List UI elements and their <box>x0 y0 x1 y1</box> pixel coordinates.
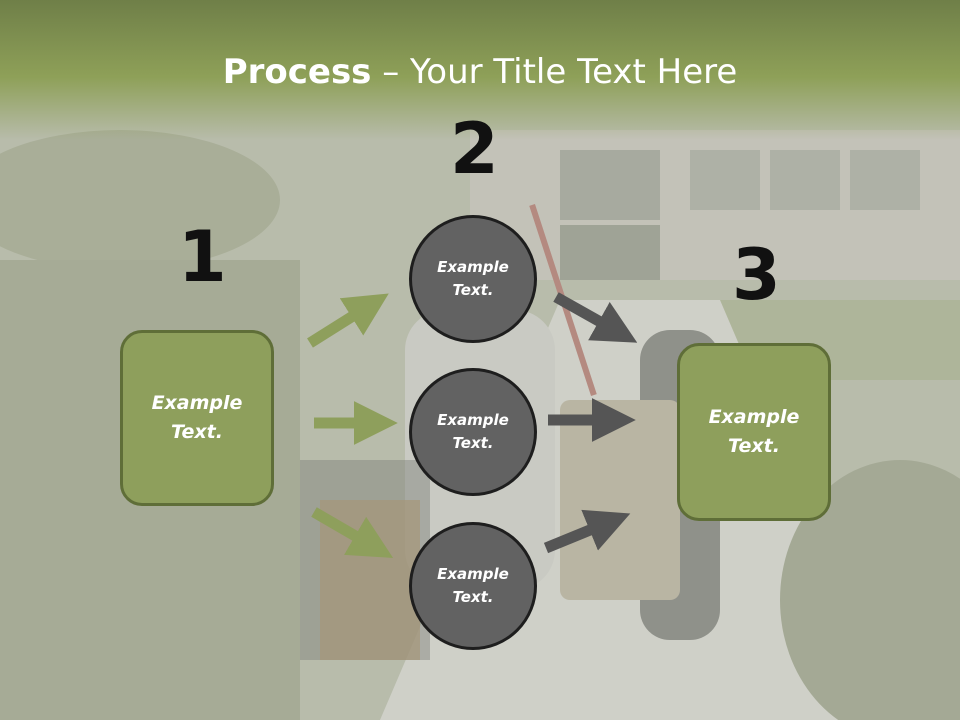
circle-middle-text: Example Text. <box>437 411 509 452</box>
step-3-text: Example Text. <box>708 406 800 457</box>
title-bold: Process <box>222 52 372 92</box>
arrow-green-down <box>311 507 394 558</box>
arrow-gray-down <box>553 292 638 343</box>
step-number-1: 1 <box>178 216 227 298</box>
step-1-text: Example Text. <box>151 392 243 443</box>
step-number-2: 2 <box>450 108 499 190</box>
slide-title: Process – Your Title Text Here <box>0 52 960 92</box>
title-bar <box>0 0 960 140</box>
step-3-box: Example Text. <box>677 343 831 521</box>
step-1-box: Example Text. <box>120 330 274 506</box>
step-2-circle-bottom: Example Text. <box>409 522 537 650</box>
arrow-gray-up <box>543 509 631 554</box>
circle-top-text: Example Text. <box>437 258 509 299</box>
arrow-green-up <box>307 293 389 348</box>
step-2-circle-top: Example Text. <box>409 215 537 343</box>
step-number-3: 3 <box>732 234 781 316</box>
circle-bottom-text: Example Text. <box>437 565 509 606</box>
step-2-circle-middle: Example Text. <box>409 368 537 496</box>
title-rest: – Your Title Text Here <box>371 52 738 92</box>
